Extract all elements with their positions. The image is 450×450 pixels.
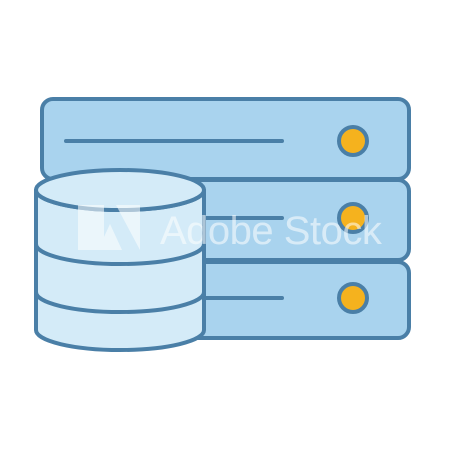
database-cylinder-top xyxy=(34,168,206,212)
watermark: Adobe Stock xyxy=(78,205,383,253)
adobe-logo-icon xyxy=(78,205,140,250)
status-led-icon xyxy=(337,202,369,234)
status-led-icon xyxy=(337,282,369,314)
database-cylinder-icon xyxy=(34,168,206,352)
database-cylinder-ring xyxy=(34,243,206,266)
watermark-text: Adobe Stock xyxy=(160,209,383,253)
server-rack-unit-top xyxy=(40,97,411,181)
status-led-icon xyxy=(337,125,369,157)
database-cylinder-ring xyxy=(34,291,206,314)
